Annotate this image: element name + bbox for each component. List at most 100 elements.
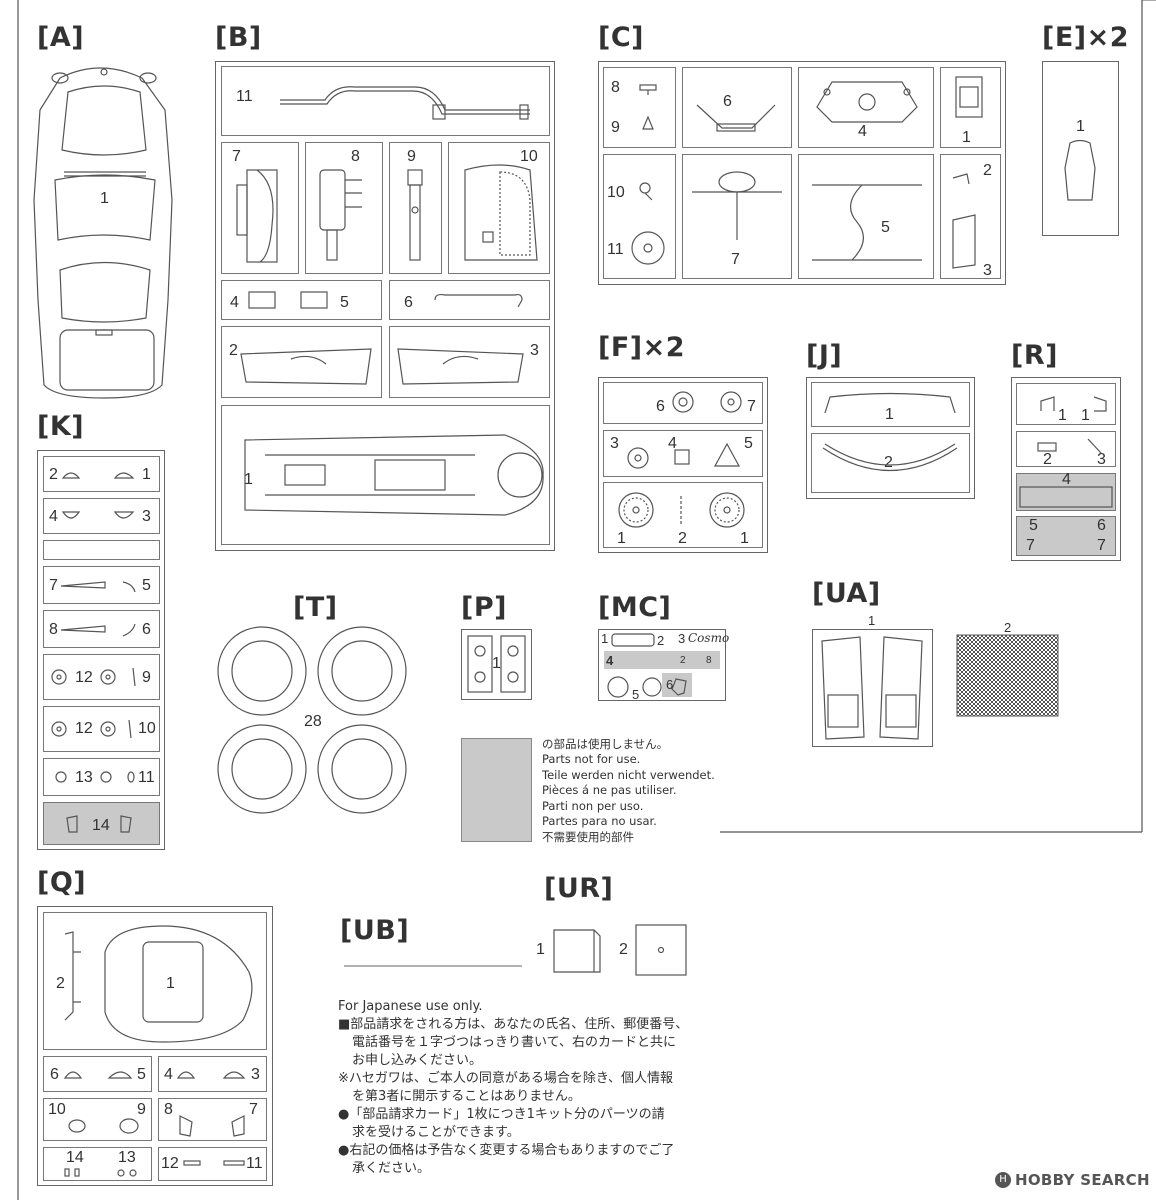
part-k7-k5 <box>60 581 136 593</box>
part-number: 7 <box>249 1101 258 1118</box>
part-f6-f7 <box>672 391 742 413</box>
part-number: 2 <box>619 941 628 958</box>
part-k14-lenses <box>66 815 132 833</box>
part-number: 5 <box>881 219 890 236</box>
part-number: 2 <box>229 342 238 359</box>
part-number: 1 <box>868 613 876 628</box>
k-row-7-5 <box>43 566 160 604</box>
k-row-2-1 <box>43 456 160 492</box>
part-number: 1 <box>100 190 109 207</box>
part-c7 <box>692 171 782 240</box>
part-number: 3 <box>530 342 539 359</box>
part-c8-c9 <box>639 84 657 130</box>
part-number: 12 <box>75 669 93 686</box>
part-ur1-ur2 <box>553 924 687 976</box>
legend-line: の部品は使用しません。 <box>542 737 669 751</box>
c-cell-10-11 <box>603 154 676 279</box>
part-number: 4 <box>164 1066 173 1083</box>
b-cell-7 <box>221 142 299 274</box>
part-number: 7 <box>731 251 740 268</box>
part-p1-gauges <box>467 635 526 693</box>
part-number: 6 <box>404 294 413 311</box>
part-f1-wheels <box>618 492 745 528</box>
part-number: 4 <box>668 435 677 452</box>
section-label-p: [P] <box>461 592 507 623</box>
part-number: 12 <box>75 720 93 737</box>
part-c6 <box>696 104 776 132</box>
part-q10-q9 <box>68 1118 139 1134</box>
part-number: 9 <box>407 148 416 165</box>
part-number: 5 <box>137 1066 146 1083</box>
part-k1-k2-lights <box>61 472 135 479</box>
part-number: 2 <box>1043 451 1052 468</box>
part-number: 5 <box>340 294 349 311</box>
part-b10-seat <box>464 164 538 261</box>
part-number: 4 <box>858 123 867 140</box>
part-number: 3 <box>610 435 619 452</box>
part-number: 9 <box>611 119 620 136</box>
part-b8 <box>319 169 362 261</box>
part-b9 <box>407 169 423 261</box>
watermark: H HOBBY SEARCH <box>995 1170 1150 1190</box>
part-r4-window <box>1019 486 1113 508</box>
part-q1-q2-clear-body <box>64 925 253 1043</box>
q-cell-4-3 <box>158 1056 267 1092</box>
k-row-14 <box>43 802 160 845</box>
ub-divider-line <box>344 965 522 967</box>
b-cell-1-floor <box>221 405 550 545</box>
section-label-ua: [UA] <box>812 578 881 609</box>
note-line: を第3者に開示することはありません。 <box>352 1089 581 1104</box>
part-k12-k10 <box>51 719 132 739</box>
part-number: 8 <box>164 1101 173 1118</box>
section-e-frame <box>1042 61 1119 236</box>
part-number: 8 <box>611 79 620 96</box>
section-label-k: [K] <box>37 411 85 442</box>
j-cell-2 <box>811 433 970 493</box>
part-number: 2 <box>49 466 58 483</box>
part-number: 1 <box>617 530 626 547</box>
part-number: 4 <box>230 294 239 311</box>
part-a-car-body <box>33 67 173 399</box>
part-number: 2 <box>657 633 665 648</box>
part-number: 4 <box>606 653 614 668</box>
b-cell-6 <box>389 280 550 320</box>
part-number: 14 <box>66 1149 84 1166</box>
part-b7 <box>236 169 278 263</box>
part-number: 1 <box>601 631 609 646</box>
part-number: 9 <box>142 669 151 686</box>
q-cell-8-7 <box>158 1098 267 1141</box>
section-label-f: [F]×2 <box>598 332 686 363</box>
note-line: 電話番号を１字づつはっきり書いて、右のカードと共に <box>352 1035 676 1050</box>
part-number: 11 <box>138 769 155 786</box>
part-k12-k9 <box>51 667 136 687</box>
part-number: 2 <box>678 530 687 547</box>
part-number: 8 <box>351 148 360 165</box>
part-q6-q5 <box>63 1071 133 1079</box>
part-number: 13 <box>75 769 93 786</box>
part-r1-mirrors <box>1040 396 1107 412</box>
part-ua1-windows <box>821 636 923 740</box>
part-k8-k6 <box>60 623 136 637</box>
b-cell-3 <box>389 326 550 398</box>
part-number: 5 <box>142 577 151 594</box>
part-number: 10 <box>48 1101 66 1118</box>
legend-swatch-not-used <box>461 738 532 842</box>
part-number: 6 <box>1097 517 1106 534</box>
f-cell-6-7 <box>603 382 763 424</box>
part-r2-r3 <box>1037 438 1102 454</box>
legend-line: Teile werden nicht verwendet. <box>542 768 715 782</box>
part-c5 <box>812 184 922 261</box>
section-label-t: [T] <box>293 592 338 623</box>
part-number: 1 <box>1076 118 1085 135</box>
part-j2-bumper <box>822 443 958 471</box>
part-q14-q13 <box>64 1168 137 1177</box>
part-number: 1 <box>1081 407 1090 424</box>
part-number: 1 <box>142 466 151 483</box>
note-line: ●「部品請求カード」1枚につき1キット分のパーツの請 <box>338 1107 665 1122</box>
r-cell-2-3 <box>1016 431 1116 467</box>
part-number: 3 <box>251 1066 260 1083</box>
c-cell-1 <box>940 67 1001 148</box>
part-number: 11 <box>246 1155 263 1172</box>
part-b3-door <box>397 348 524 385</box>
part-number: 2 <box>1004 620 1012 635</box>
